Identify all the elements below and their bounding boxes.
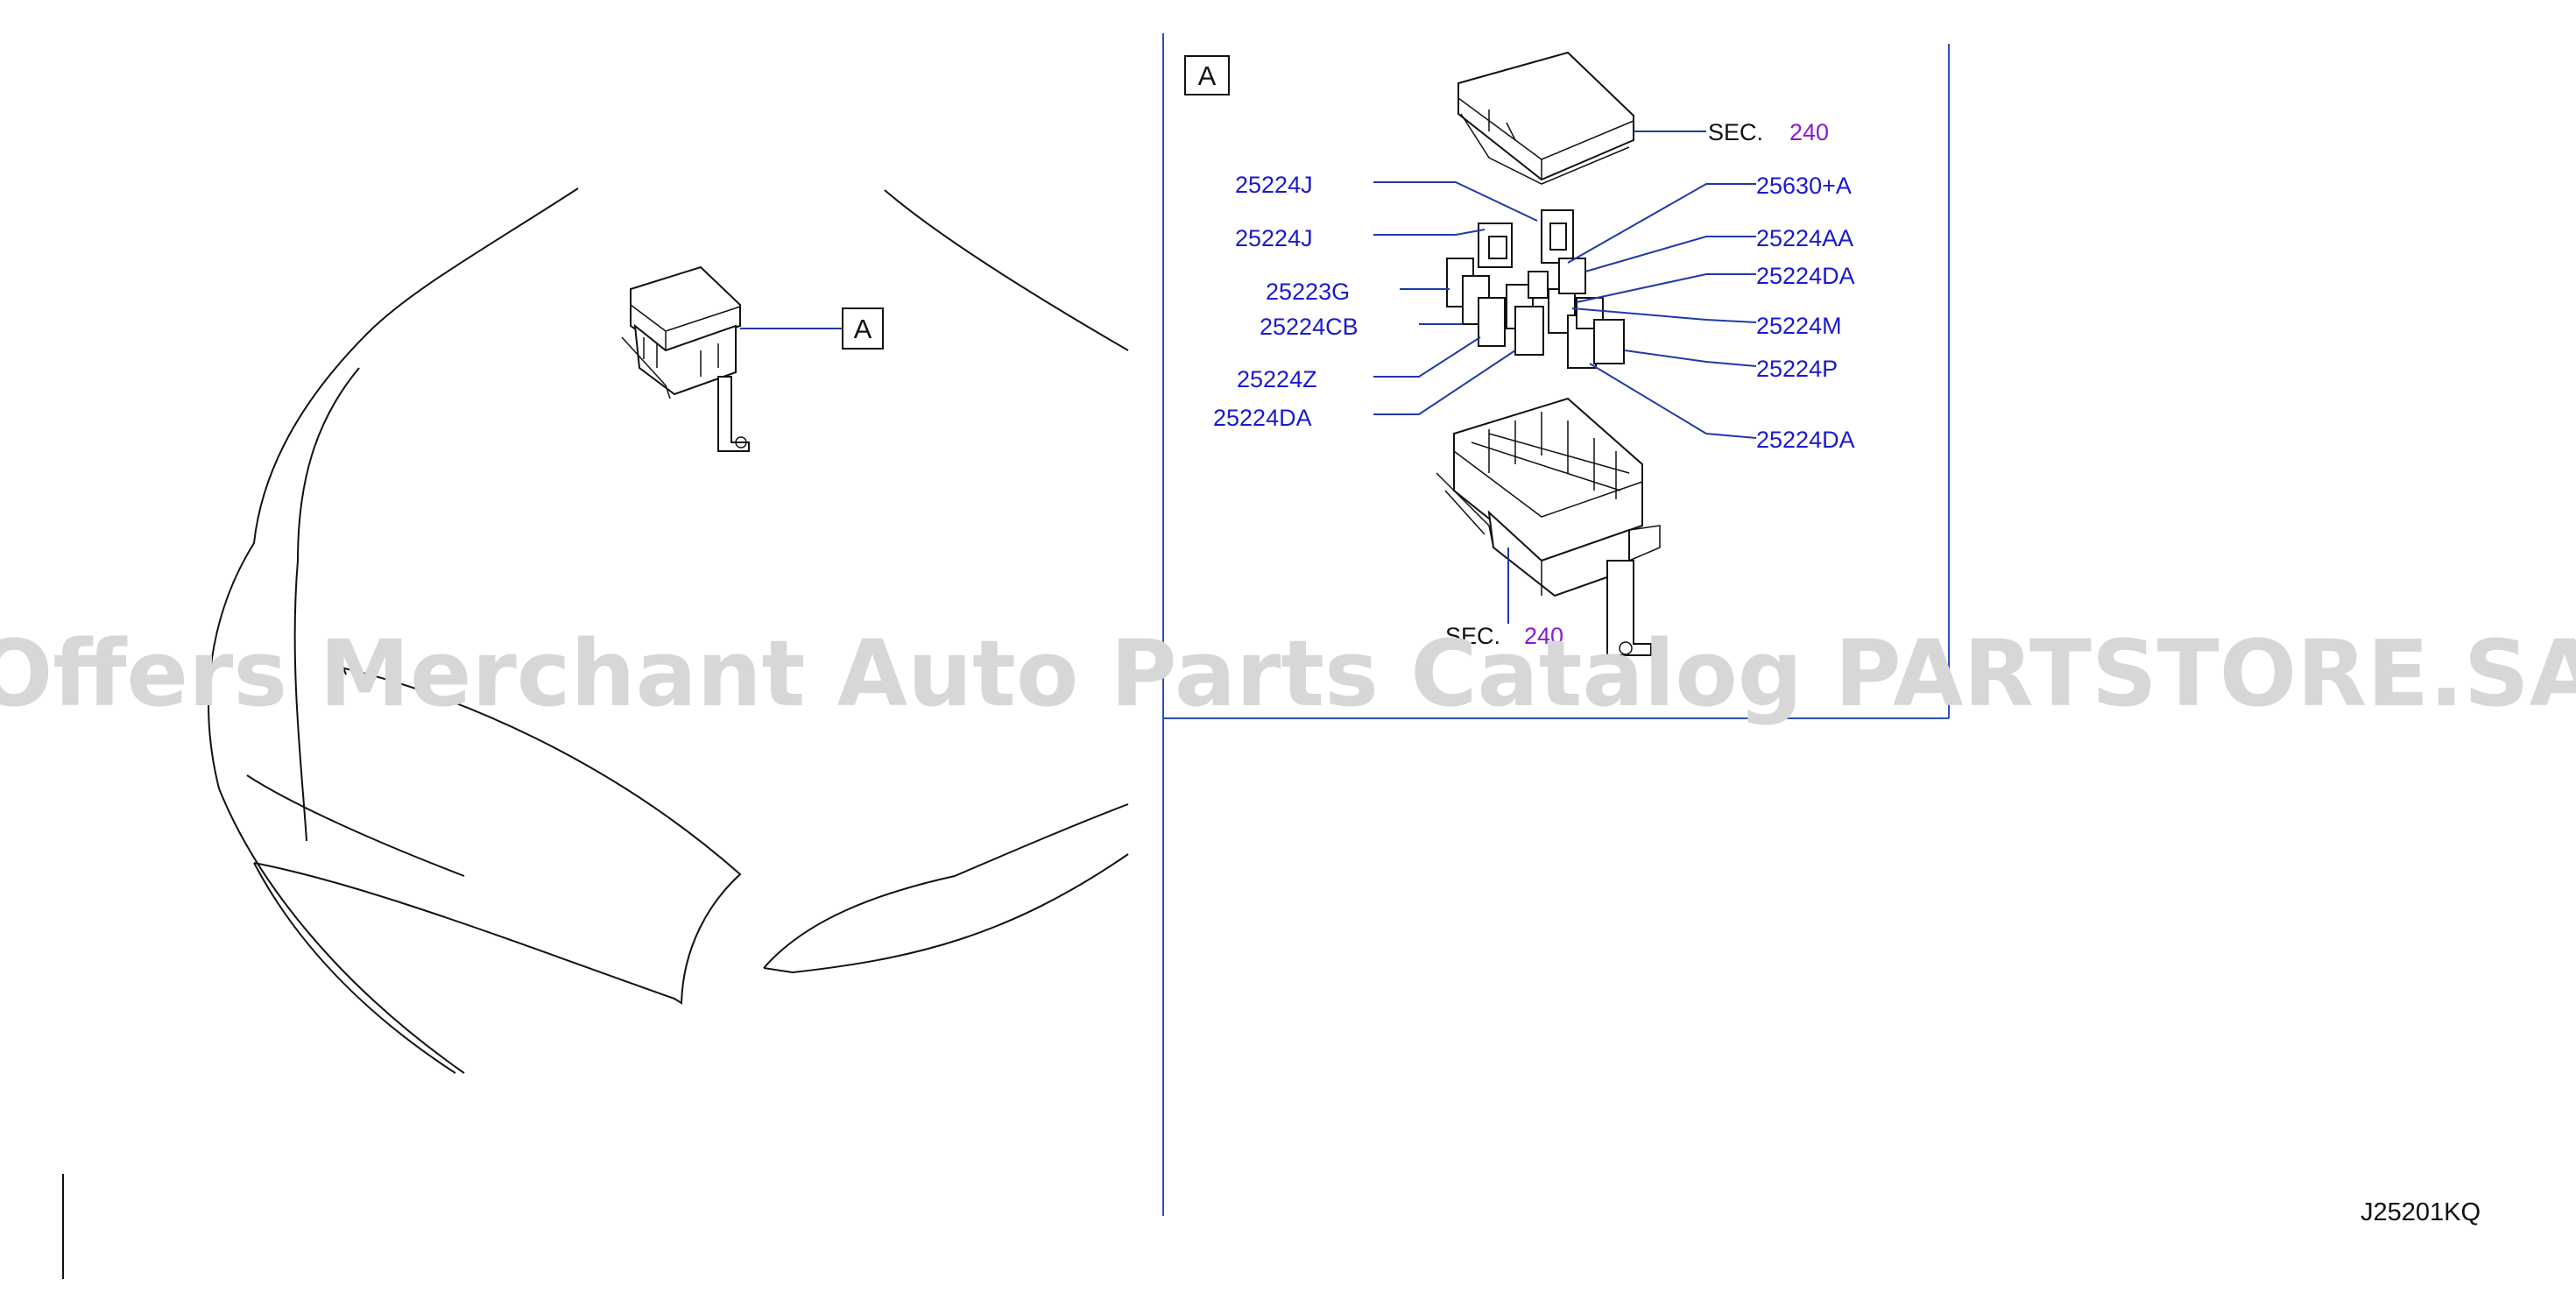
part-label-25224cb[interactable]: 25224CB	[1260, 314, 1359, 340]
fuse-box-cover	[1457, 51, 1706, 185]
part-label-25224aa[interactable]: 25224AA	[1756, 225, 1853, 251]
section-ref-top[interactable]: SEC. 240	[1708, 119, 1829, 145]
part-label-25630a[interactable]: 25630+A	[1756, 173, 1852, 199]
diagram-code: J25201KQ	[2361, 1198, 2481, 1226]
part-label-25224z[interactable]: 25224Z	[1237, 366, 1317, 392]
part-labels: 25224J 25224J 25223G 25224CB 25224Z 2522…	[1213, 172, 1855, 453]
svg-text:SEC.: SEC.	[1445, 623, 1500, 649]
detail-frame-a	[1162, 33, 1950, 1216]
leader-lines	[1373, 181, 1757, 439]
vehicle-outline	[62, 187, 1129, 1279]
part-label-25224da-right[interactable]: 25224DA	[1756, 263, 1855, 289]
watermark: Offers Merchant Auto Parts Catalog PARTS…	[0, 620, 2576, 727]
section-link-240-bottom: 240	[1524, 623, 1563, 649]
callout-a-left[interactable]: A	[842, 307, 884, 350]
part-label-25224j-2[interactable]: 25224J	[1235, 225, 1313, 251]
svg-text:A: A	[1198, 60, 1217, 91]
part-label-25224da-bottom[interactable]: 25224DA	[1756, 427, 1855, 453]
svg-text:SEC.: SEC.	[1708, 119, 1763, 145]
part-label-25224j-1[interactable]: 25224J	[1235, 172, 1313, 198]
section-link-240-top: 240	[1789, 119, 1829, 145]
svg-text:A: A	[854, 314, 872, 344]
relay-cluster	[1446, 209, 1625, 369]
callout-a-detail[interactable]: A	[1184, 55, 1230, 95]
fuse-box-assembly-small	[621, 265, 843, 452]
part-label-25223g[interactable]: 25223G	[1266, 279, 1350, 305]
part-label-25224m[interactable]: 25224M	[1756, 313, 1842, 339]
part-label-25224p[interactable]: 25224P	[1756, 356, 1838, 382]
fuse-box-base	[1436, 397, 1661, 656]
section-ref-bottom[interactable]: SEC. 240	[1445, 623, 1563, 649]
part-label-25224da-left[interactable]: 25224DA	[1213, 405, 1312, 431]
